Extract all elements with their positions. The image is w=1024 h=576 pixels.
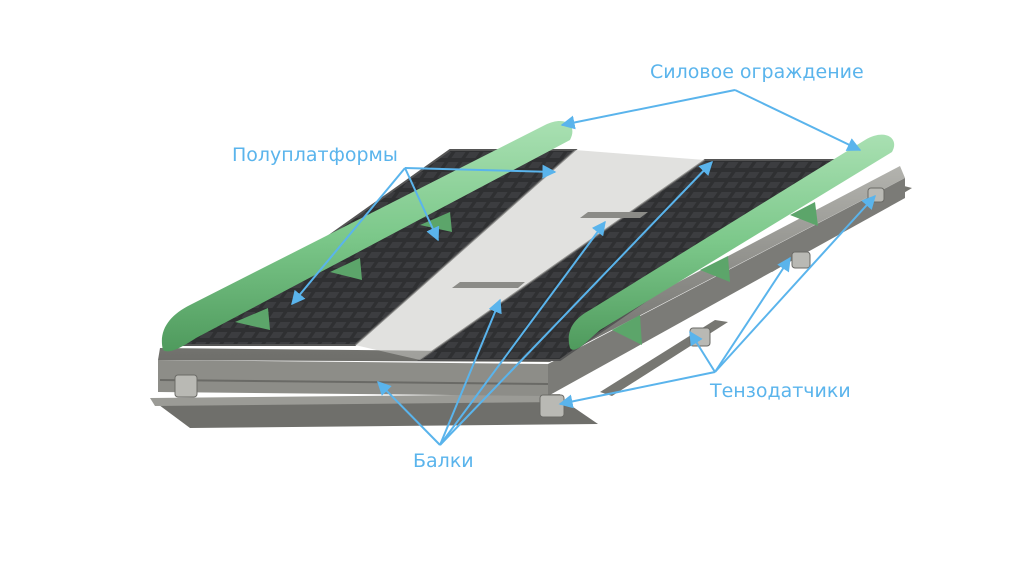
label-guard-rail: Силовое ограждение bbox=[650, 61, 864, 83]
half-platforms bbox=[171, 149, 854, 361]
label-beams: Балки bbox=[413, 450, 474, 472]
label-half-platforms: Полуплатформы bbox=[232, 144, 398, 166]
label-load-cells: Тензодатчики bbox=[710, 380, 851, 402]
guard-rails bbox=[161, 120, 895, 352]
leader-arrows bbox=[291, 89, 876, 446]
